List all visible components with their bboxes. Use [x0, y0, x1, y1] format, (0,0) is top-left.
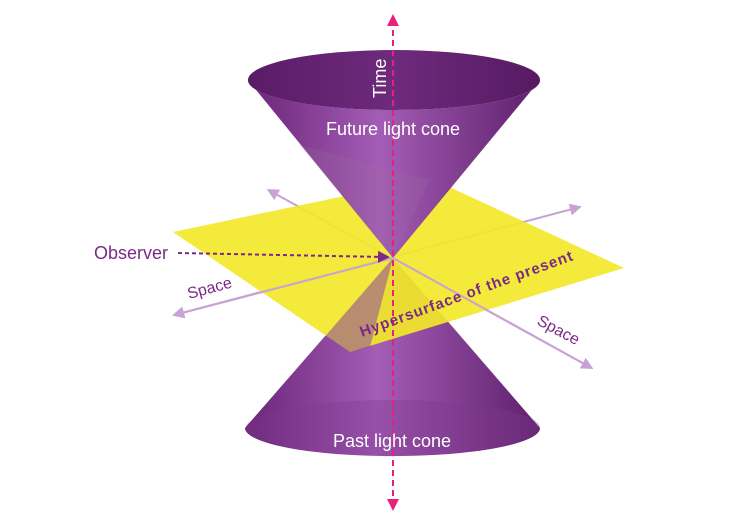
future-cone-label: Future light cone [326, 119, 460, 139]
past-cone-overlap [322, 258, 393, 352]
space-label-right: Space [534, 313, 582, 349]
time-label: Time [370, 59, 390, 98]
observer-label: Observer [94, 243, 168, 263]
past-cone-label: Past light cone [333, 431, 451, 451]
space-label-left: Space [186, 275, 234, 303]
observer-arrow [177, 250, 390, 263]
